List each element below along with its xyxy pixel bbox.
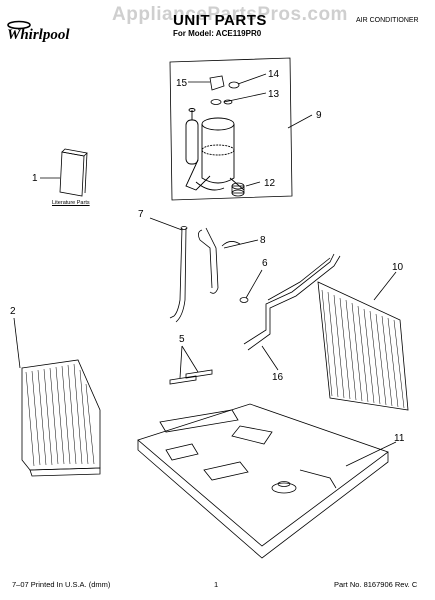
callout-15: 15	[176, 78, 188, 89]
part-13	[210, 99, 222, 105]
footer-print-info: 7–07 Printed In U.S.A. (dmm)	[12, 580, 111, 589]
whirlpool-logo: Whirlpool	[5, 19, 97, 43]
callout-10: 10	[392, 262, 404, 273]
part-14	[228, 81, 240, 89]
watermark: AppliancePartsPros.com	[112, 4, 348, 25]
grommet-12	[231, 182, 245, 197]
callout-2: 2	[10, 306, 16, 317]
callout-16: 16	[272, 372, 284, 383]
tube-7	[169, 227, 187, 323]
base-pan-11	[137, 403, 389, 559]
tube-8	[198, 227, 241, 294]
coil-10	[317, 281, 409, 411]
part-6	[239, 297, 249, 303]
coil-2	[21, 359, 101, 477]
model-line: For Model: ACE119PR0	[173, 29, 262, 38]
callout-12: 12	[264, 178, 276, 189]
callout-8: 8	[260, 235, 266, 246]
callout-9: 9	[316, 110, 322, 121]
category-label: AIR CONDITIONER	[356, 17, 419, 24]
page-title: UNIT PARTS	[173, 12, 267, 29]
terminal-cover-15	[209, 75, 225, 91]
callout-13: 13	[268, 89, 280, 100]
compressor-group-box	[169, 57, 293, 201]
literature-booklet	[59, 148, 88, 197]
footer-part-number: Part No. 8167906 Rev. C	[334, 580, 418, 589]
footer-page-number: 1	[214, 580, 219, 589]
compressor	[185, 108, 245, 191]
callout-6: 6	[262, 258, 268, 269]
callout-14: 14	[268, 69, 280, 80]
callout-5: 5	[179, 334, 185, 345]
callout-11: 11	[394, 433, 405, 444]
svg-text:Whirlpool: Whirlpool	[7, 27, 70, 43]
brackets-5	[169, 369, 213, 385]
callout-1: 1	[32, 173, 38, 184]
tube-16	[243, 253, 341, 351]
literature-parts-label: Literature Parts	[52, 200, 90, 206]
callout-7: 7	[138, 209, 144, 220]
